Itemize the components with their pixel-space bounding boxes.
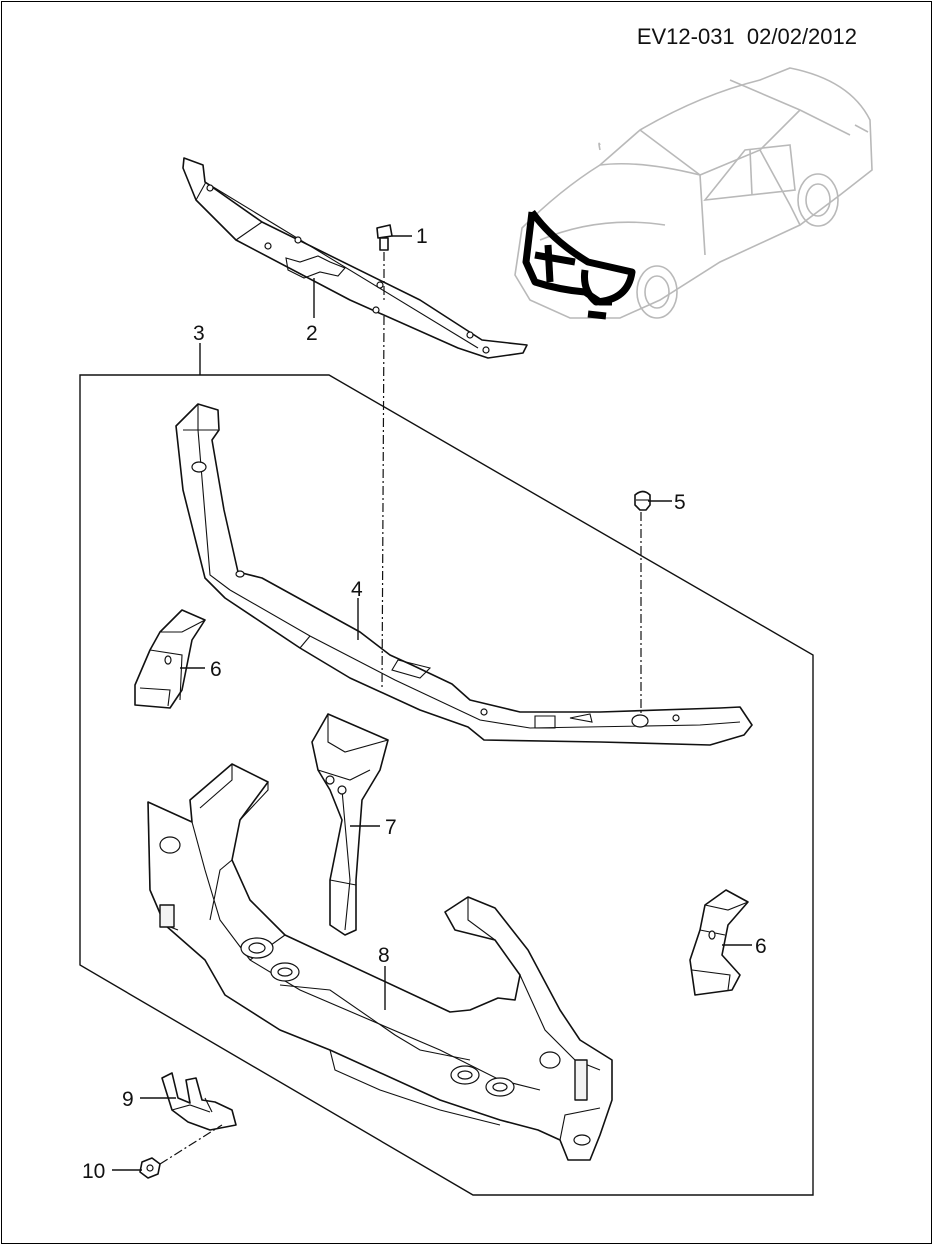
- part-5-clip: [634, 490, 651, 511]
- part-10-bolt: [139, 1157, 161, 1179]
- callout-3: 3: [193, 322, 205, 345]
- part-2-upper-cover: [182, 157, 528, 359]
- callout-1: 1: [416, 225, 428, 248]
- callout-2: 2: [306, 322, 318, 345]
- part-6-bracket-left: [134, 609, 206, 709]
- part-9-clip-bracket: [161, 1072, 237, 1131]
- callout-5: 5: [674, 491, 686, 514]
- assembly-3-boundary: [79, 374, 814, 1196]
- callout-9: 9: [122, 1088, 134, 1111]
- part-8-lower-panel: [147, 763, 613, 1161]
- vehicle-locator: [514, 67, 873, 320]
- alignment-line-bolt-1: [381, 252, 385, 691]
- callout-7: 7: [385, 816, 397, 839]
- callout-6-right: 6: [755, 935, 767, 958]
- callout-4: 4: [351, 578, 363, 601]
- callout-10: 10: [82, 1160, 105, 1183]
- drawing-code-date: EV12-031 02/02/2012: [636, 24, 857, 49]
- part-1-bolt: [376, 224, 393, 251]
- callout-6-left: 6: [210, 658, 222, 681]
- callout-8: 8: [378, 944, 390, 967]
- part-7-center-stay: [311, 713, 389, 936]
- alignment-line-bolt-10: [159, 1124, 223, 1165]
- part-4-upper-crossmember: [175, 403, 753, 746]
- part-6-bracket-right: [689, 889, 749, 996]
